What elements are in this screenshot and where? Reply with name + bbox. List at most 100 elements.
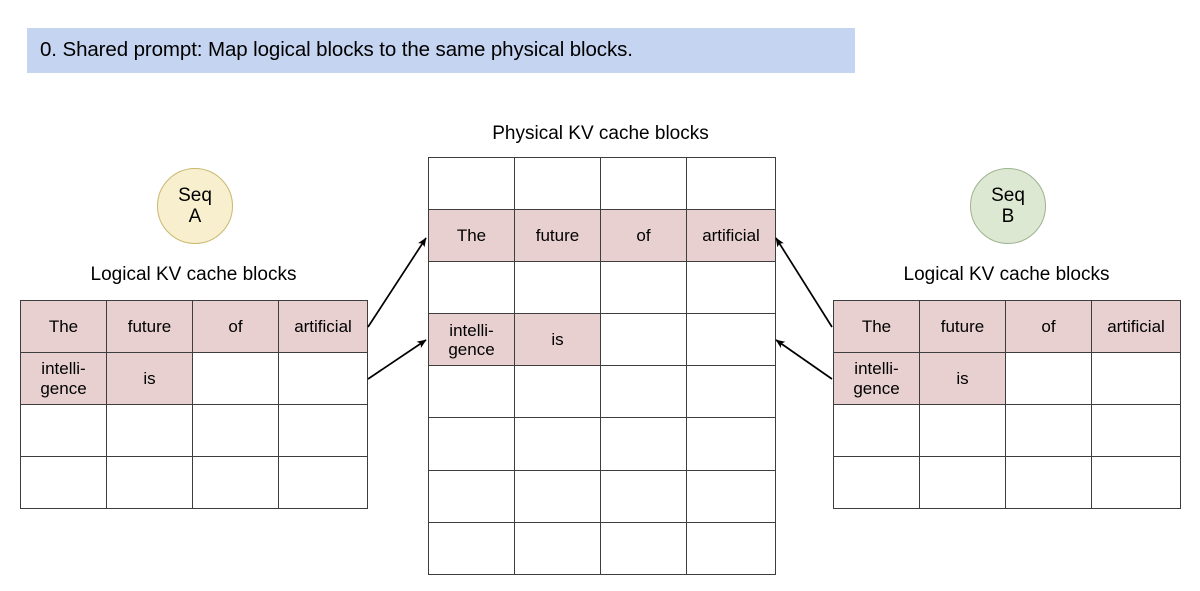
kv-block-empty bbox=[600, 469, 687, 523]
kv-block-empty bbox=[686, 156, 776, 211]
kv-block-empty bbox=[514, 521, 601, 575]
kv-block-empty bbox=[600, 156, 687, 211]
seq-a-badge: Seq A bbox=[157, 168, 233, 244]
physical-table-title: Physical KV cache blocks bbox=[492, 123, 709, 144]
kv-block-filled: artificial bbox=[278, 300, 368, 353]
kv-block-filled: is bbox=[919, 352, 1006, 405]
kv-block-empty bbox=[919, 404, 1006, 457]
kv-block-empty bbox=[1005, 456, 1092, 509]
kv-block-empty bbox=[514, 261, 601, 315]
kv-block-empty bbox=[428, 469, 515, 523]
kv-block-filled: intelli-gence bbox=[428, 313, 515, 367]
kv-block-filled: future bbox=[106, 300, 193, 353]
kv-block-empty bbox=[192, 404, 279, 457]
kv-block-filled: The bbox=[20, 300, 107, 353]
kv-block-filled: of bbox=[1005, 300, 1092, 353]
kv-block-empty bbox=[1091, 404, 1181, 457]
kv-block-row bbox=[428, 156, 776, 211]
step-banner-text: 0. Shared prompt: Map logical blocks to … bbox=[40, 38, 633, 62]
kv-block-empty bbox=[514, 156, 601, 211]
kv-block-filled: is bbox=[106, 352, 193, 405]
kv-block-empty bbox=[600, 261, 687, 315]
arrow-seq-a-row1-to-physical-row2 bbox=[367, 237, 427, 328]
kv-block-row bbox=[20, 456, 368, 509]
kv-block-filled: of bbox=[192, 300, 279, 353]
kv-block-empty bbox=[1091, 456, 1181, 509]
kv-block-empty bbox=[428, 521, 515, 575]
kv-block-empty bbox=[106, 456, 193, 509]
kv-block-empty bbox=[686, 365, 776, 419]
kv-block-empty bbox=[833, 456, 920, 509]
seq-b-badge-line1: Seq bbox=[991, 184, 1025, 206]
kv-block-empty bbox=[514, 417, 601, 471]
kv-block-empty bbox=[428, 365, 515, 419]
kv-block-row bbox=[428, 417, 776, 471]
kv-block-empty bbox=[600, 365, 687, 419]
kv-block-empty bbox=[106, 404, 193, 457]
kv-block-empty bbox=[514, 469, 601, 523]
kv-block-filled: The bbox=[833, 300, 920, 353]
seq-b-badge-line2: B bbox=[1001, 206, 1015, 227]
kv-block-filled: artificial bbox=[686, 209, 776, 263]
kv-block-empty bbox=[686, 417, 776, 471]
kv-block-empty bbox=[428, 156, 515, 211]
kv-block-filled: future bbox=[514, 209, 601, 263]
kv-block-empty bbox=[278, 352, 368, 405]
kv-block-filled: artificial bbox=[1091, 300, 1181, 353]
kv-block-empty bbox=[1005, 404, 1092, 457]
kv-block-row bbox=[833, 404, 1181, 457]
kv-block-filled: intelli-gence bbox=[833, 352, 920, 405]
seq-a-table-title: Logical KV cache blocks bbox=[90, 264, 297, 285]
arrow-seq-b-row1-to-physical-row2 bbox=[775, 237, 833, 328]
kv-block-empty bbox=[1005, 352, 1092, 405]
kv-block-empty bbox=[686, 469, 776, 523]
kv-block-filled: The bbox=[428, 209, 515, 263]
step-banner: 0. Shared prompt: Map logical blocks to … bbox=[27, 28, 855, 73]
kv-block-row bbox=[833, 456, 1181, 509]
seq-b-table-title: Logical KV cache blocks bbox=[903, 264, 1110, 285]
kv-block-empty bbox=[278, 456, 368, 509]
kv-block-empty bbox=[686, 313, 776, 367]
kv-block-empty bbox=[192, 456, 279, 509]
kv-block-filled: is bbox=[514, 313, 601, 367]
kv-block-empty bbox=[428, 417, 515, 471]
kv-block-filled: future bbox=[919, 300, 1006, 353]
arrow-seq-a-row2-to-physical-row4 bbox=[367, 339, 427, 380]
kv-block-empty bbox=[20, 404, 107, 457]
kv-block-row bbox=[428, 365, 776, 419]
kv-block-filled: of bbox=[600, 209, 687, 263]
seq-a-badge-line1: Seq bbox=[178, 184, 212, 206]
kv-block-row bbox=[428, 261, 776, 315]
kv-block-row bbox=[428, 521, 776, 575]
kv-block-empty bbox=[278, 404, 368, 457]
kv-block-empty bbox=[600, 417, 687, 471]
kv-block-row bbox=[20, 404, 368, 457]
kv-block-row bbox=[428, 469, 776, 523]
kv-block-empty bbox=[686, 521, 776, 575]
kv-block-empty bbox=[428, 261, 515, 315]
kv-block-empty bbox=[20, 456, 107, 509]
kv-block-empty bbox=[514, 365, 601, 419]
seq-a-badge-line2: A bbox=[188, 206, 202, 227]
kv-block-empty bbox=[919, 456, 1006, 509]
kv-block-empty bbox=[600, 313, 687, 367]
kv-block-empty bbox=[686, 261, 776, 315]
arrow-seq-b-row2-to-physical-row4 bbox=[775, 339, 833, 380]
seq-b-badge: Seq B bbox=[970, 168, 1046, 244]
kv-block-empty bbox=[192, 352, 279, 405]
kv-block-empty bbox=[833, 404, 920, 457]
kv-block-empty bbox=[600, 521, 687, 575]
kv-block-filled: intelli-gence bbox=[20, 352, 107, 405]
